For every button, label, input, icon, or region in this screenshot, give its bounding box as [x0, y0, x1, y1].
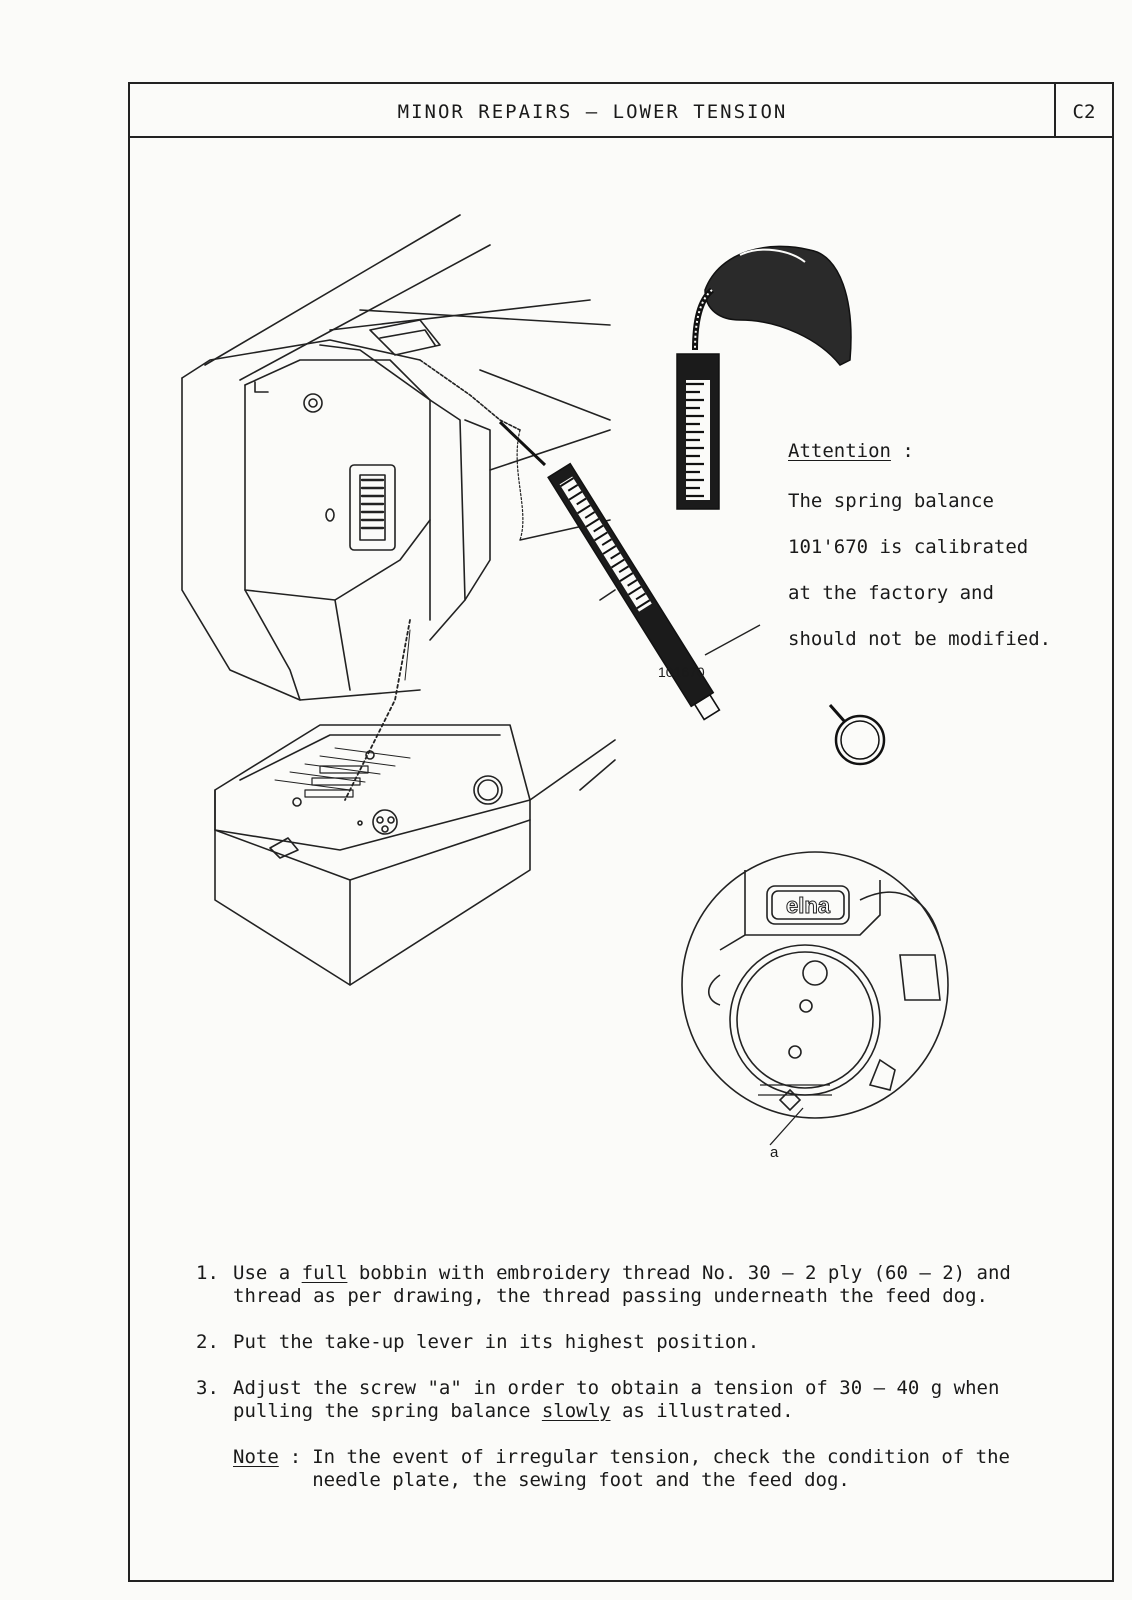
machine-arm-lines — [204, 214, 616, 801]
attention-line: at the factory and — [788, 582, 994, 604]
step-number: 1. — [196, 1262, 219, 1284]
step-number: 3. — [196, 1377, 219, 1399]
machine-bed — [214, 724, 531, 986]
attention-title: Attention — [788, 440, 891, 462]
screw-label: a — [770, 1144, 779, 1161]
instruction-step: 3. Adjust the screw "a" in order to obta… — [196, 1377, 1076, 1423]
part-number-label: 101670 — [658, 664, 705, 680]
attention-line: The spring balance — [788, 490, 994, 512]
brand-logo: elna — [786, 893, 831, 918]
instruction-step: 1. Use a full bobbin with embroidery thr… — [196, 1262, 1076, 1308]
instructions-list: 1. Use a full bobbin with embroidery thr… — [196, 1262, 1076, 1492]
page-frame: MINOR REPAIRS – LOWER TENSION C2 — [128, 82, 1114, 1582]
attention-line: should not be modified. — [788, 628, 1052, 650]
page-code: C2 — [1054, 84, 1112, 136]
machine-head — [181, 319, 491, 701]
step-text-part: Put the take-up lever in its highest pos… — [233, 1331, 760, 1353]
step-number: 2. — [196, 1331, 219, 1353]
bobbin-case-detail: elna — [681, 851, 949, 1146]
hand-holding-balance-illustration — [676, 245, 852, 510]
step-emphasis: full — [301, 1262, 348, 1284]
note-label: Note — [233, 1446, 279, 1468]
step-text-part: as illustrated. — [610, 1400, 794, 1422]
attention-box: Attention : The spring balance 101'670 i… — [788, 440, 1108, 674]
step-text-part: bobbin with embroidery thread No. 30 – 2… — [233, 1262, 1011, 1307]
thread-path — [344, 619, 411, 801]
step-text: Put the take-up lever in its highest pos… — [233, 1331, 759, 1354]
step-text: Use a full bobbin with embroidery thread… — [233, 1262, 1076, 1308]
note-block: Note : In the event of irregular tension… — [233, 1446, 1076, 1492]
note-colon: : — [289, 1446, 302, 1468]
attention-text: The spring balance 101'670 is calibrated… — [788, 467, 1108, 674]
attention-colon: : — [902, 440, 914, 462]
attention-line: 101'670 is calibrated — [788, 536, 1029, 558]
instruction-step: 2. Put the take-up lever in its highest … — [196, 1331, 1076, 1354]
step-text: Adjust the screw "a" in order to obtain … — [233, 1377, 1076, 1423]
part-number-leader — [704, 624, 761, 656]
step-text-part: Adjust the screw "a" in order to obtain … — [233, 1377, 1000, 1422]
step-emphasis: slowly — [541, 1400, 611, 1422]
page-title: MINOR REPAIRS – LOWER TENSION — [397, 101, 788, 123]
header-row: MINOR REPAIRS – LOWER TENSION C2 — [130, 84, 1112, 138]
spring-balance-icon: 150 g — [498, 420, 886, 766]
note-text: In the event of irregular tension, check… — [312, 1446, 1010, 1491]
step-text-part: Use a — [233, 1262, 302, 1284]
